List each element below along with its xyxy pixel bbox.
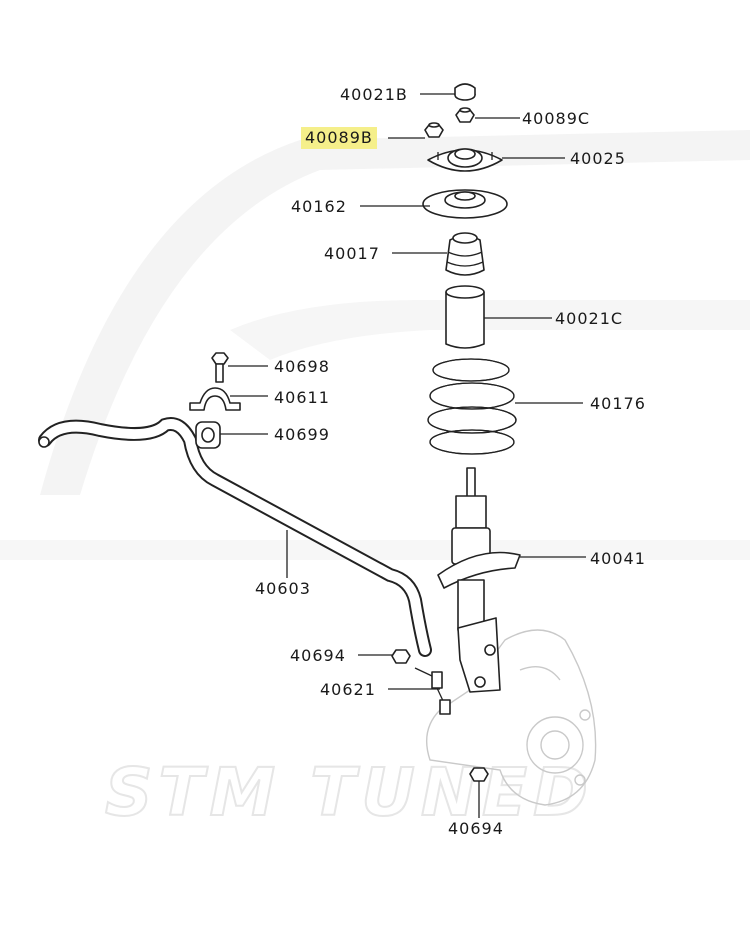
part-40089C-nut [455,107,475,123]
part-40603-stabilizer-bar [38,417,432,657]
part-40021B-cap [454,83,476,101]
part-40611-bracket [189,387,241,411]
part-40694-nut-lower [469,767,489,782]
label-40698: 40698 [274,357,330,376]
leader-lines [220,93,586,818]
label-40025: 40025 [570,149,626,168]
part-40162-spring-seat [422,189,508,219]
label-40611: 40611 [274,388,330,407]
label-40017: 40017 [324,244,380,263]
part-40017-bump-stopper [445,232,485,276]
part-40041-strut-assembly [437,467,521,693]
part-40698-bolt [211,352,229,383]
background-watermark-shapes: STM TUNED [0,130,750,832]
label-40021C: 40021C [555,309,624,328]
part-40176-coil-spring [427,358,517,455]
part-40025-strut-mount [427,148,503,172]
label-40162: 40162 [291,197,347,216]
label-40694-upper: 40694 [290,646,346,665]
label-40621: 40621 [320,680,376,699]
part-40021C-dust-cover [445,285,485,349]
part-40621-stabilizer-link [414,667,451,715]
label-40603: 40603 [255,579,311,598]
label-40699: 40699 [274,425,330,444]
part-40699-bushing [195,421,221,449]
label-40694-lower: 40694 [448,819,504,838]
part-40089B-nut [424,122,444,138]
label-40089B-highlighted: 40089B [301,127,377,149]
label-40021B: 40021B [340,85,408,104]
watermark-text: STM TUNED [105,754,594,831]
label-40176: 40176 [590,394,646,413]
part-40694-nut-upper [391,649,411,664]
label-40041: 40041 [590,549,646,568]
label-40089C: 40089C [522,109,591,128]
